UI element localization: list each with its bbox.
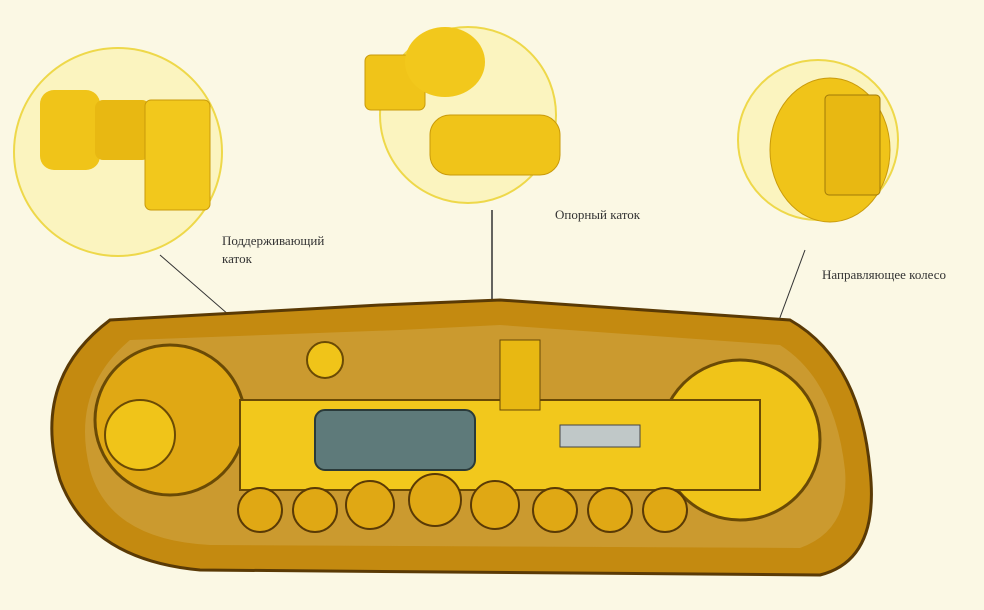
label-carrier-roller-line2: каток bbox=[222, 251, 252, 266]
track-rollers bbox=[237, 473, 688, 533]
sprocket bbox=[93, 343, 247, 497]
label-carrier-roller: Поддерживающий каток bbox=[222, 232, 324, 268]
label-carrier-roller-line1: Поддерживающий bbox=[222, 233, 325, 248]
callout-idler bbox=[737, 59, 899, 223]
callout-carrier-roller bbox=[13, 47, 223, 257]
label-idler: Направляющее колесо bbox=[822, 267, 946, 282]
callout-track-roller bbox=[364, 26, 561, 204]
label-track-roller: Опорный каток bbox=[555, 207, 641, 222]
track-frame bbox=[239, 339, 761, 491]
